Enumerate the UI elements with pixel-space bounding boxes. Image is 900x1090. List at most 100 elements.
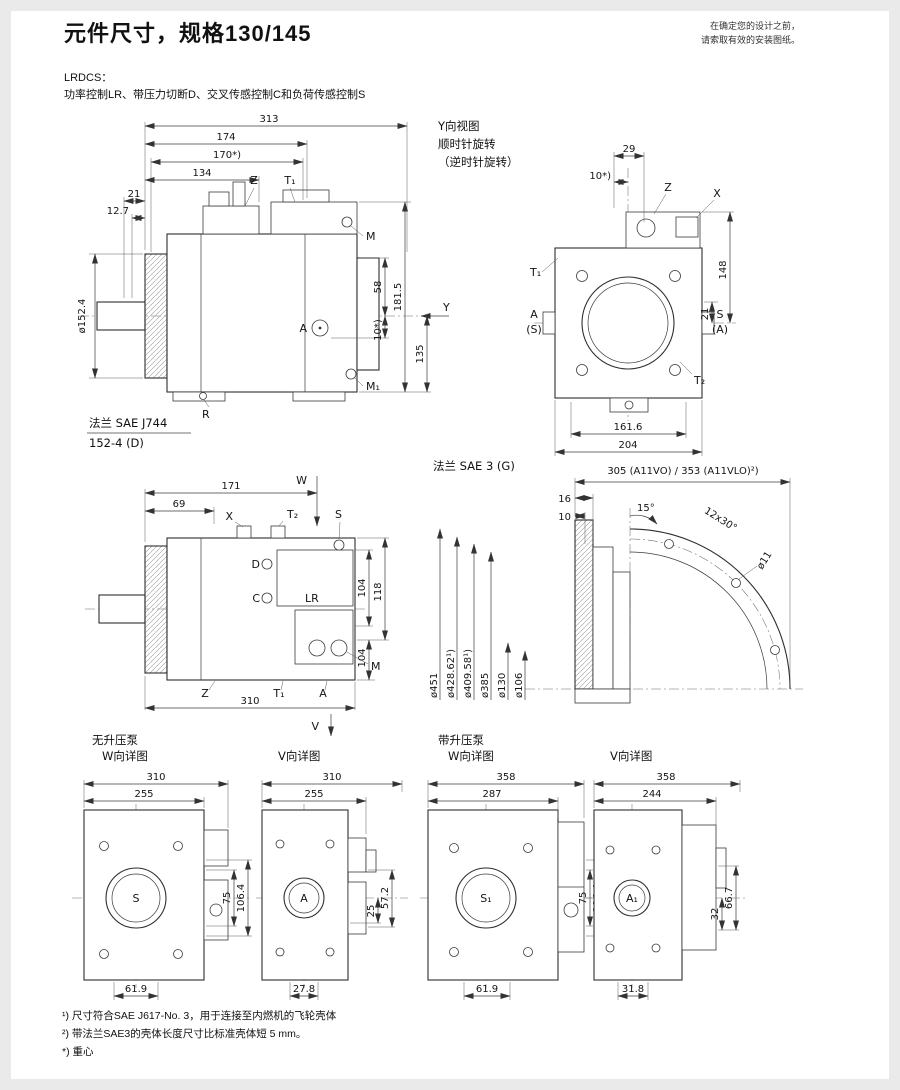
dimension-lines	[593, 780, 741, 1000]
port-label-s: S	[335, 508, 342, 521]
detail-header: 带升压泵	[438, 733, 484, 747]
dim-top1: 358	[496, 772, 515, 783]
flange-sae3-drawing: 法兰 SAE 3 (G) 305 (A11VO) / 353 (A11VLO)²…	[429, 459, 803, 706]
outline	[427, 809, 585, 981]
labels: 310 255 57.2 25 27.8 A	[293, 772, 391, 995]
port-label-m1: M₁	[366, 380, 380, 393]
dim-12-7: 12.7	[107, 206, 129, 217]
dim-134: 134	[192, 168, 211, 179]
dim-dia-385: ø385	[480, 673, 491, 698]
dim-side1: 66.7	[724, 887, 735, 909]
detail-view-v-boost: V向详图	[586, 749, 748, 1000]
port-label-s: S	[717, 308, 724, 321]
dim-174: 174	[216, 132, 235, 143]
detail-view-v-no-boost: V向详图	[256, 749, 408, 1000]
advice-line-2: 请索取有效的安装图纸。	[700, 34, 800, 45]
ordering-advice-note: 在确定您的设计之前， 请索取有效的安装图纸。	[600, 20, 800, 48]
dim-135: 135	[415, 344, 426, 363]
port-label-x: X	[713, 187, 721, 200]
y-view-labels: 29 10*) 148 21 161.6 204 Z X T₁ T₂ A (S)…	[526, 144, 729, 451]
dim-dia-106: ø106	[514, 673, 525, 698]
port-label-t1: T₁	[283, 174, 295, 187]
dimension-lines	[144, 476, 389, 737]
view-arrow-v-label: V	[311, 720, 319, 733]
detail-header: 无升压泵	[92, 733, 138, 747]
dim-top1: 310	[146, 772, 165, 783]
detail-view-w-no-boost: 无升压泵 W向详图	[72, 733, 252, 1000]
footnotes: ¹) 尺寸符合SAE J617-No. 3，用于连接至内燃机的飞轮壳体 ²) 带…	[62, 1008, 336, 1062]
view-arrow-w-label: W	[296, 474, 307, 487]
side-view-drawing: 313 174 170*) 134 21 12.7 ø152.4 58 10*)…	[77, 114, 450, 450]
detail-view-name: W向详图	[102, 749, 148, 763]
port-label: A₁	[626, 892, 638, 905]
port-label-z: Z	[664, 181, 672, 194]
dim-104-upper: 104	[357, 578, 368, 597]
footnote-1: ¹) 尺寸符合SAE J617-No. 3，用于连接至内燃机的飞轮壳体	[62, 1010, 337, 1022]
dimension-lines	[87, 122, 449, 434]
labels: 310 255 75 106.4 61.9 S	[125, 772, 247, 995]
dim-10: 10*)	[589, 171, 611, 182]
dimension-lines	[83, 780, 252, 1000]
side-view-labels: 313 174 170*) 134 21 12.7 ø152.4 58 10*)…	[77, 114, 450, 450]
dim-top2: 244	[642, 789, 661, 800]
dim-148: 148	[718, 260, 729, 279]
footnote-2: ²) 带法兰SAE3的壳体长度尺寸比标准壳体短 5 mm。	[62, 1027, 307, 1040]
port-label: A	[300, 892, 308, 905]
dim-21: 21	[700, 308, 711, 321]
y-view-rotation-ccw: （逆时针旋转）	[438, 155, 519, 169]
dim-310: 310	[240, 696, 259, 707]
y-view-titles: Y向视图 顺时针旋转 （逆时针旋转）	[437, 119, 519, 169]
dim-side2: 25	[366, 905, 377, 918]
port-label-z: Z	[201, 687, 209, 700]
dim-21: 21	[128, 189, 141, 200]
y-view-title: Y向视图	[437, 119, 480, 133]
dim-313: 313	[259, 114, 278, 125]
flange-title: 法兰 SAE 3 (G)	[433, 459, 515, 473]
port-label-r: R	[202, 408, 210, 421]
port-label-m: M	[366, 230, 376, 243]
variant-code: LRDCS：	[64, 72, 113, 84]
dim-side2: 32	[710, 908, 721, 921]
port-label-c: C	[252, 592, 260, 605]
port-label-a: A	[319, 687, 327, 700]
dimension-lines	[261, 780, 403, 1000]
top-view-drawing: 171 69 104 118 104 310 X T₂ W S D C LR M…	[85, 474, 389, 737]
page-title: 元件尺寸，规格130/145	[64, 21, 312, 46]
detail-view-name: V向详图	[610, 749, 652, 763]
y-view-rotation-cw: 顺时针旋转	[438, 137, 496, 151]
dim-dia-428-62: ø428.62¹)	[446, 649, 457, 698]
flange-note-line1: 法兰 SAE J744	[89, 416, 167, 430]
port-label-t2: T₂	[693, 374, 705, 387]
port-label: S₁	[480, 892, 491, 905]
dim-hole-dia-11: ø11	[755, 550, 774, 572]
outline	[593, 809, 727, 981]
dimension-lines	[437, 478, 791, 700]
port-label-a: A	[299, 322, 307, 335]
detail-view-w-boost: 带升压泵 W向详图	[420, 733, 608, 1000]
dim-top1: 310	[322, 772, 341, 783]
view-arrow-y-label: Y	[442, 301, 450, 314]
dim-10: 10	[558, 512, 571, 523]
port-label-a-alt: (S)	[526, 323, 542, 336]
y-view-drawing: Y向视图 顺时针旋转 （逆时针旋转）	[437, 119, 736, 456]
dim-side1: 75	[222, 892, 233, 905]
dim-top2: 255	[134, 789, 153, 800]
dim-118: 118	[373, 582, 384, 601]
port-label-z: Z	[250, 174, 258, 187]
port-label: S	[133, 892, 140, 905]
dim-bottom: 27.8	[293, 984, 315, 995]
dim-161-6: 161.6	[614, 422, 643, 433]
dim-10: 10*)	[373, 319, 384, 341]
flange-note-line2: 152-4 (D)	[89, 436, 144, 450]
footnote-3: *) 重心	[62, 1045, 94, 1058]
port-label-a: A	[530, 308, 538, 321]
dim-side1: 57.2	[380, 887, 391, 909]
outline	[261, 809, 377, 981]
port-label-t1: T₁	[272, 687, 284, 700]
dim-top1: 358	[656, 772, 675, 783]
dim-dia-451: ø451	[429, 673, 440, 698]
centerlines	[525, 508, 803, 706]
dim-dia-409-58: ø409.58¹)	[463, 649, 474, 698]
dim-171: 171	[221, 481, 240, 492]
